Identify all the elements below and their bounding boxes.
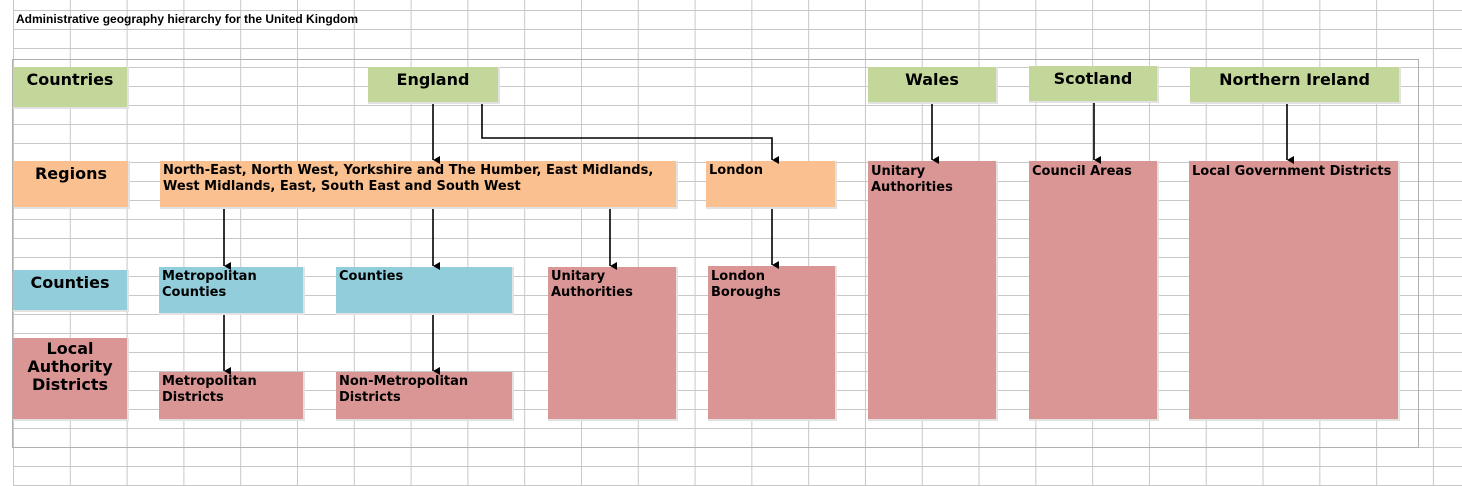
- england-unitary-authorities: Unitary Authorities: [548, 267, 678, 421]
- london-boroughs: London Boroughs: [708, 266, 837, 421]
- level-lad-label: Local Authority Districts: [13, 338, 129, 421]
- nation-england: England: [368, 67, 500, 104]
- metropolitan-districts: Metropolitan Districts: [159, 372, 305, 421]
- sheet-margin: [0, 0, 13, 486]
- non-metropolitan-districts: Non-Metropolitan Districts: [336, 372, 514, 421]
- page-title: Administrative geography hierarchy for t…: [16, 12, 359, 26]
- england-regions: North-East, North West, Yorkshire and Th…: [160, 161, 678, 209]
- ni-local-government-districts: Local Government Districts: [1189, 161, 1400, 421]
- counties: Counties: [336, 267, 514, 315]
- nation-wales: Wales: [868, 67, 998, 104]
- level-counties-label: Counties: [13, 270, 129, 312]
- wales-unitary-authorities: Unitary Authorities: [868, 161, 998, 421]
- england-london: London: [706, 161, 837, 209]
- level-regions-label: Regions: [14, 161, 130, 209]
- nation-northern-ireland: Northern Ireland: [1190, 67, 1401, 104]
- nation-scotland: Scotland: [1029, 66, 1159, 103]
- scotland-council-areas: Council Areas: [1029, 161, 1159, 421]
- diagram-frame: [12, 59, 1419, 448]
- level-countries-label: Countries: [13, 67, 129, 109]
- metropolitan-counties: Metropolitan Counties: [159, 267, 305, 315]
